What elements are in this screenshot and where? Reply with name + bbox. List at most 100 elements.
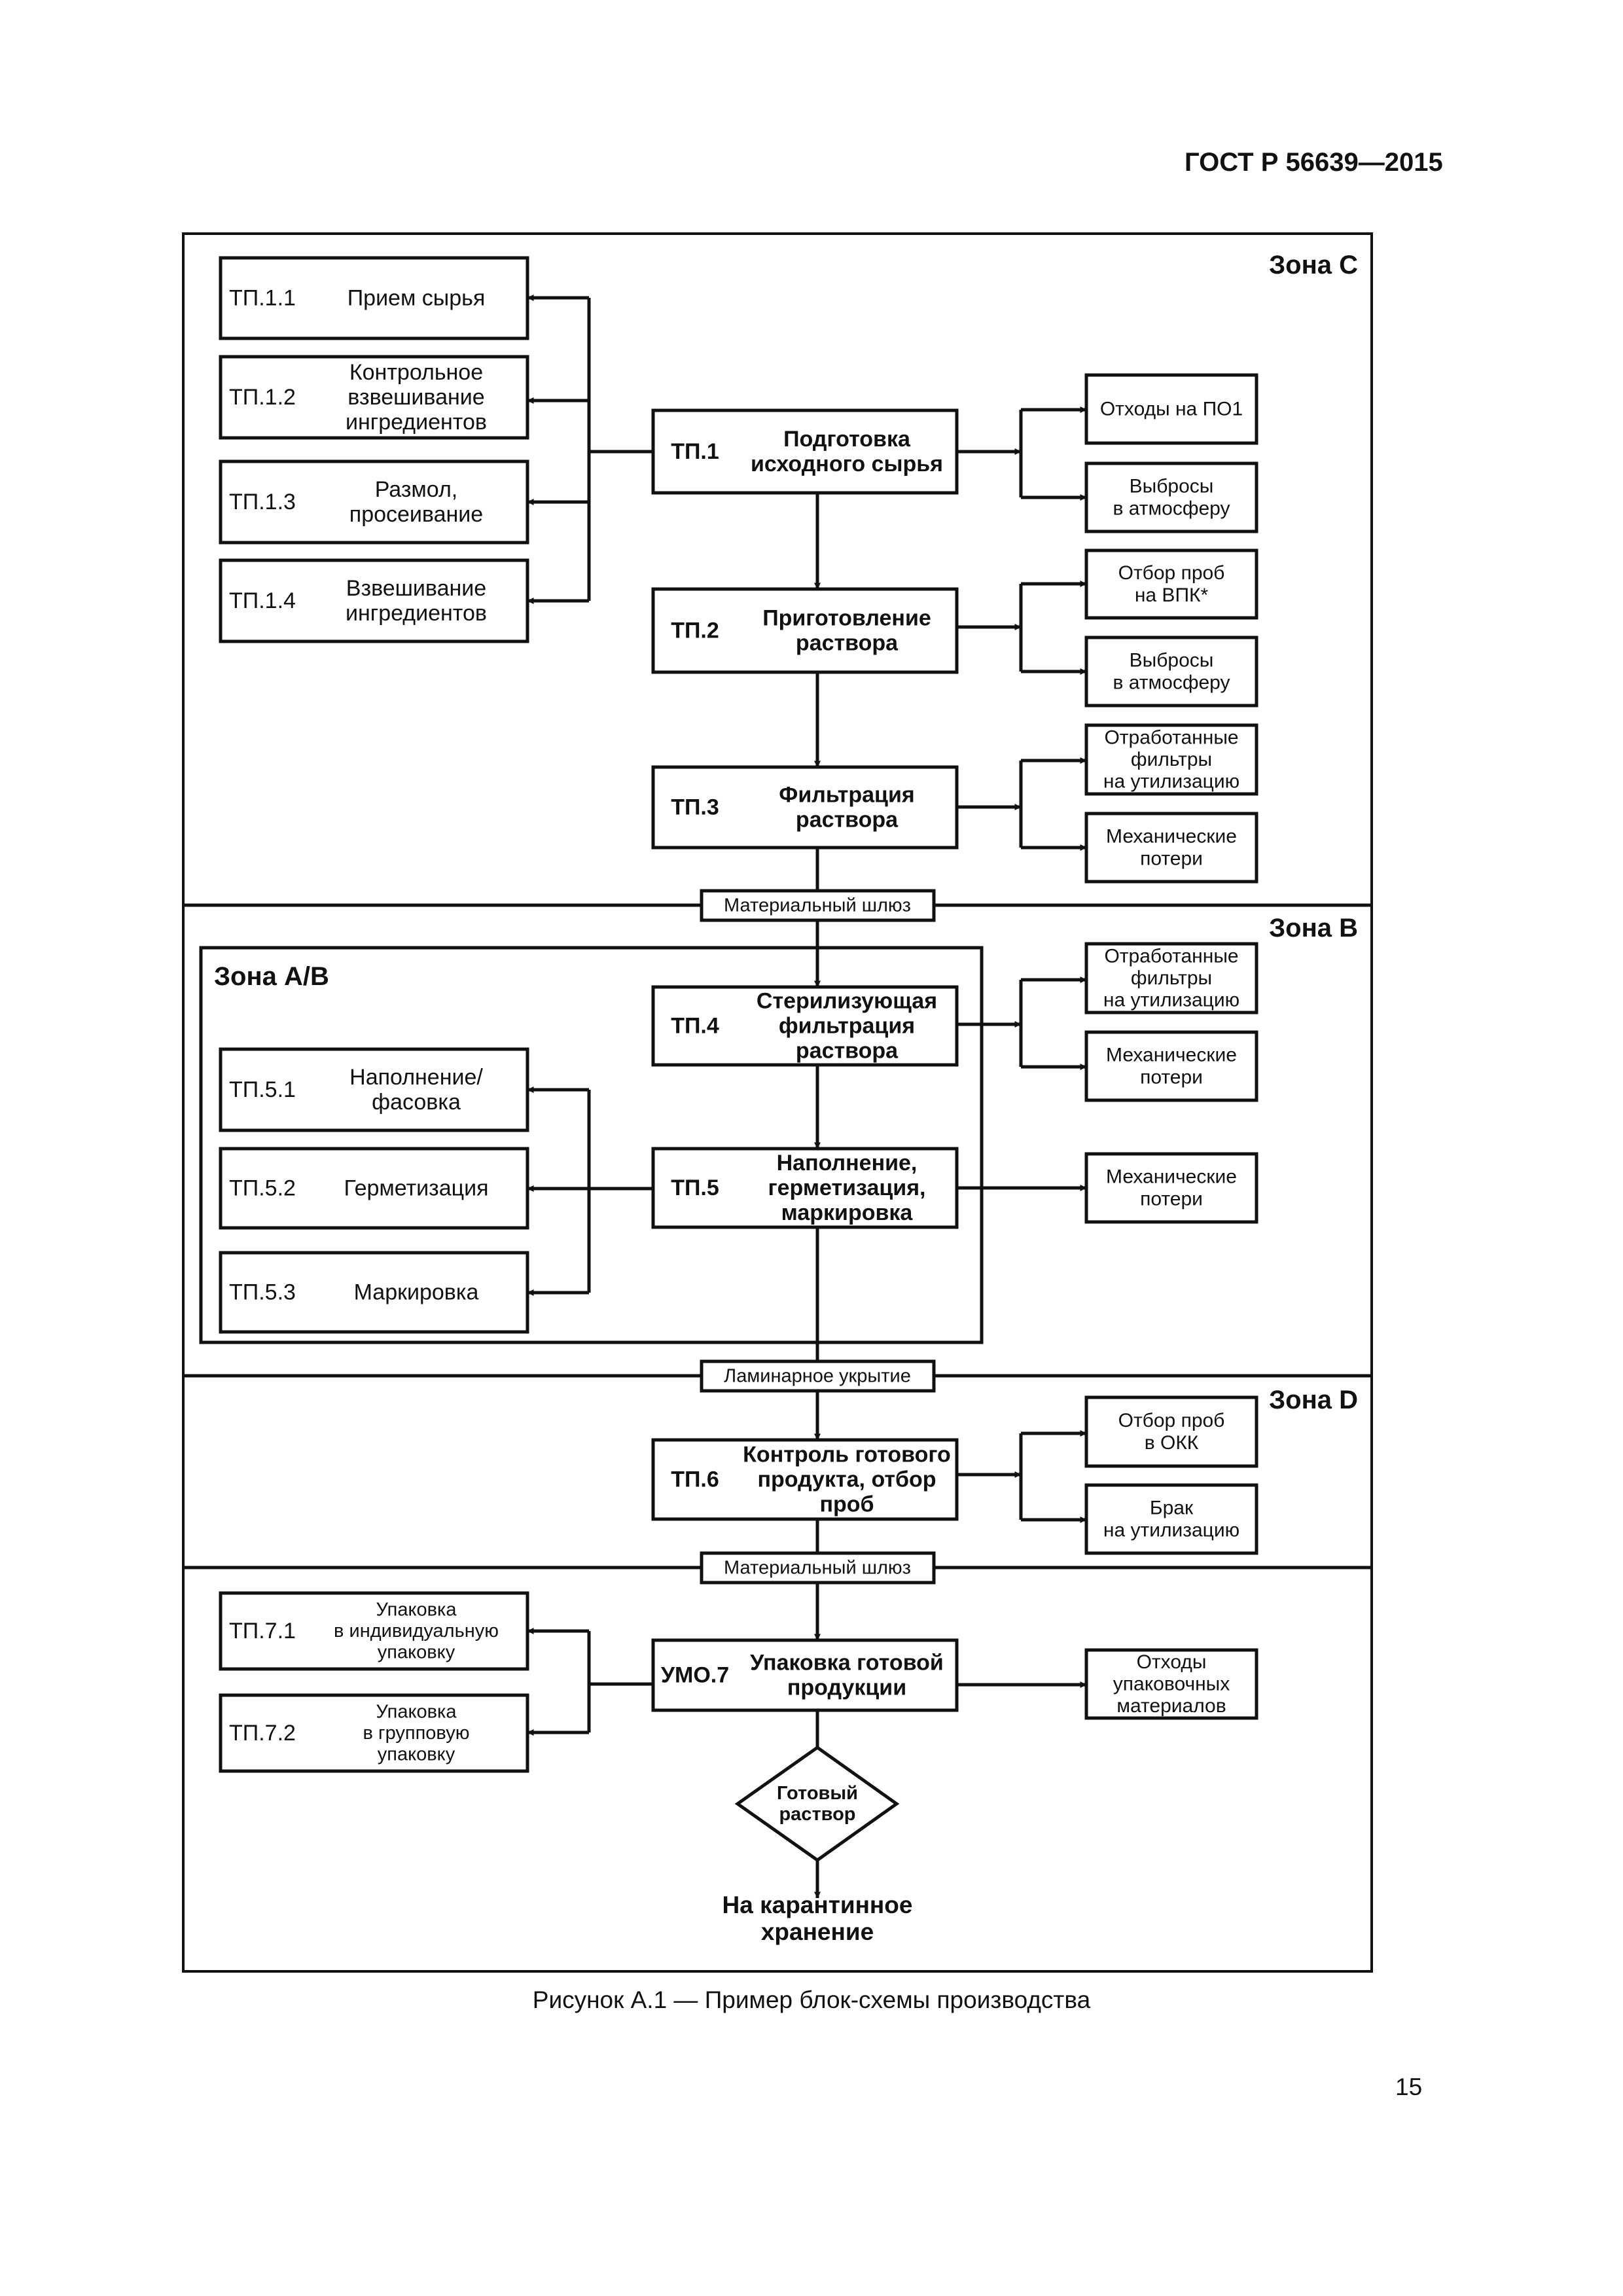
output-box-o41	[1084, 942, 1258, 1014]
step-label: Стерилизующая	[757, 988, 937, 1013]
output-box-o71	[1084, 1648, 1258, 1720]
substep-label: ингредиентов	[346, 601, 487, 626]
substep-label: взвешивание	[348, 385, 484, 410]
output-box-o21	[1084, 548, 1258, 620]
substep-code: ТП.7.1	[229, 1619, 296, 1643]
output-box-o11	[1084, 373, 1258, 445]
zone-label: Зона D	[1269, 1386, 1358, 1414]
substep-label: Прием сырья	[348, 286, 486, 311]
step-label: маркировка	[781, 1200, 914, 1225]
step-label: Фильтрация	[779, 782, 914, 807]
substep-code: ТП.1.3	[229, 490, 296, 514]
output-label: потери	[1140, 1188, 1203, 1210]
substep-code: ТП.5.3	[229, 1280, 296, 1305]
output-box-o61	[1084, 1395, 1258, 1468]
output-label: упаковочных	[1113, 1674, 1230, 1695]
page-number: 15	[1395, 2073, 1423, 2100]
step-label: герметизация,	[768, 1175, 925, 1200]
gate-label: Ламинарное укрытие	[724, 1366, 911, 1387]
output-label: Отбор проб	[1118, 1410, 1225, 1431]
step-box-umo7	[651, 1638, 959, 1712]
zone-label: Зона С	[1269, 251, 1358, 279]
step-code: ТП.3	[671, 795, 719, 820]
gate-box-gate1	[700, 889, 936, 922]
substep-box-tp51	[219, 1047, 529, 1132]
gate-box-gate3	[700, 1551, 936, 1585]
substep-code: ТП.7.2	[229, 1721, 296, 1746]
substep-code: ТП.5.1	[229, 1077, 296, 1102]
output-label: Механические	[1106, 826, 1237, 848]
zone-label: Зона А/В	[214, 962, 329, 991]
output-box-o32	[1084, 812, 1258, 884]
output-label: Брак	[1150, 1498, 1194, 1519]
substep-box-tp72	[219, 1693, 529, 1773]
output-box-o12	[1084, 461, 1258, 533]
output-label: в ОКК	[1145, 1432, 1199, 1454]
figure-caption: Рисунок А.1 — Пример блок-схемы производ…	[532, 1986, 1091, 2013]
output-box-o51	[1084, 1152, 1258, 1224]
step-label: исходного сырья	[751, 452, 943, 476]
step-label: раствора	[796, 631, 899, 656]
output-label: на утилизацию	[1103, 1519, 1240, 1541]
step-code: ТП.5	[671, 1175, 719, 1200]
decision-label: раствор	[779, 1804, 855, 1825]
step-label: раствора	[796, 808, 899, 833]
output-label: на утилизацию	[1103, 990, 1240, 1011]
output-label: материалов	[1116, 1695, 1226, 1717]
output-label: на ВПК*	[1135, 584, 1209, 606]
step-label: Приготовление	[762, 605, 931, 630]
substep-label: упаковку	[378, 1744, 455, 1765]
substep-label: Упаковка	[376, 1702, 457, 1723]
substep-box-tp52	[219, 1147, 529, 1230]
gate-label: Материальный шлюз	[724, 895, 911, 916]
output-label: Отработанные	[1104, 945, 1238, 967]
output-label: Выбросы	[1130, 476, 1214, 497]
output-label: в атмосферу	[1113, 497, 1230, 519]
step-code: УМО.7	[661, 1663, 729, 1688]
step-label: Наполнение,	[777, 1151, 918, 1175]
substep-code: ТП.1.2	[229, 385, 296, 410]
final-destination: хранение	[761, 1918, 874, 1945]
substep-code: ТП.1.4	[229, 588, 296, 613]
output-label: фильтры	[1131, 967, 1212, 989]
output-label: фильтры	[1131, 749, 1212, 770]
output-box-o62	[1084, 1483, 1258, 1555]
output-label: Отходы	[1137, 1651, 1207, 1673]
step-label: фильтрация	[779, 1014, 915, 1039]
outer-frame	[182, 232, 1373, 1973]
substep-label: Наполнение/	[349, 1065, 483, 1090]
output-box-o22	[1084, 636, 1258, 708]
substep-box-tp53	[219, 1251, 529, 1334]
substep-label: просеивание	[349, 502, 483, 527]
output-label: Выбросы	[1130, 650, 1214, 672]
step-box-tp6	[651, 1438, 959, 1521]
zone-ab-frame	[199, 946, 984, 1344]
step-box-tp2	[651, 587, 959, 674]
substep-label: Контрольное	[349, 360, 483, 385]
output-label: потери	[1140, 1066, 1203, 1088]
substep-box-tp11	[219, 256, 529, 340]
step-label: Контроль готового	[743, 1442, 951, 1467]
step-label: продукции	[787, 1676, 906, 1700]
gate-box-gate2	[700, 1359, 936, 1393]
decision-diamond	[734, 1745, 900, 1863]
step-code: ТП.6	[671, 1467, 719, 1492]
substep-label: Упаковка	[376, 1600, 457, 1621]
output-label: на утилизацию	[1103, 771, 1240, 793]
output-box-o31	[1084, 723, 1258, 796]
substep-label: фасовка	[372, 1090, 461, 1115]
substep-box-tp13	[219, 459, 529, 545]
output-label: Механические	[1106, 1166, 1237, 1188]
substep-label: в индивидуальную	[334, 1621, 499, 1641]
gate-label: Материальный шлюз	[724, 1558, 911, 1579]
output-box-o42	[1084, 1030, 1258, 1102]
step-label: проб	[819, 1492, 874, 1517]
decision-label: Готовый	[777, 1783, 858, 1804]
step-box-tp3	[651, 765, 959, 850]
substep-label: Маркировка	[354, 1280, 479, 1305]
step-code: ТП.2	[671, 619, 719, 643]
output-label: Отходы на ПО1	[1100, 399, 1243, 420]
substep-label: ингредиентов	[346, 410, 487, 435]
